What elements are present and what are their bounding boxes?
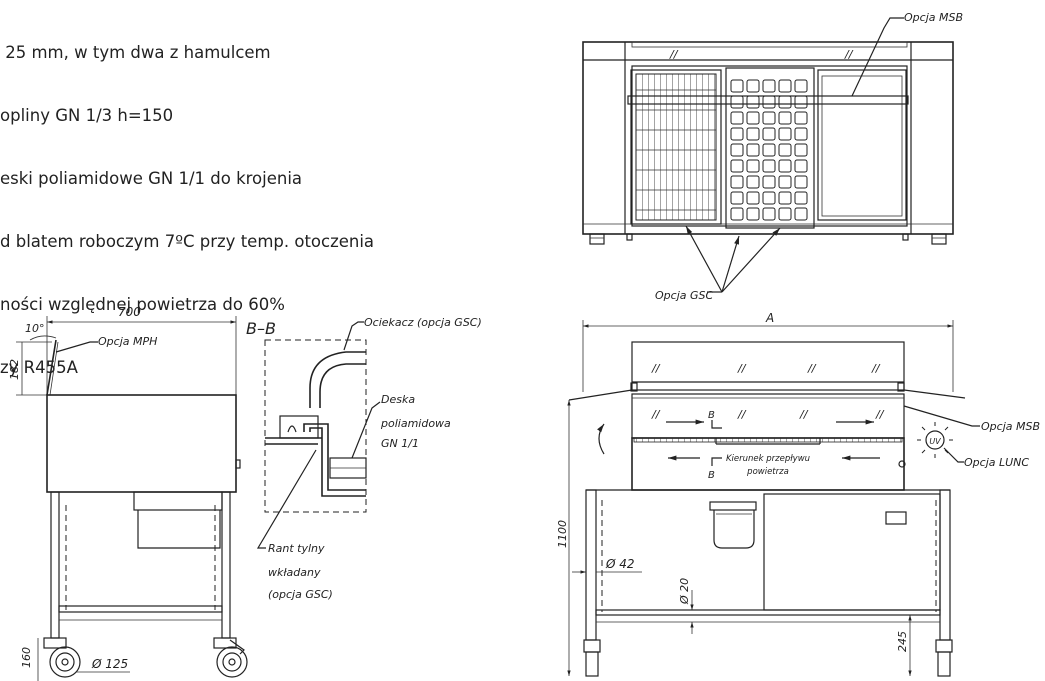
- glass-mark: //: [871, 362, 881, 375]
- label-opcja-msb: Opcja MSB: [904, 11, 963, 24]
- label-opcja-gsc: Opcja GSC: [655, 289, 713, 302]
- label-deska: GN 1/1: [381, 437, 419, 450]
- section-mark-b: B: [708, 470, 715, 481]
- indicator-icon: [898, 460, 906, 468]
- section-bb-title: B–B: [246, 319, 276, 338]
- grate-basket: [630, 69, 722, 225]
- dim-125: Ø 125: [91, 657, 128, 671]
- glass-mark: //: [669, 48, 679, 61]
- front-body: [631, 437, 905, 491]
- cube-grid: [725, 67, 815, 229]
- spec-line: d blatem roboczym 7ºC przy temp. otoczen…: [0, 232, 375, 251]
- glass-mark: //: [737, 408, 747, 421]
- foot: [931, 233, 947, 245]
- side-view: 700 10° 182 Opcja MPH: [8, 305, 248, 681]
- label-opcja-mph: Opcja MPH: [98, 335, 157, 348]
- cabinet: [763, 493, 941, 611]
- glass-mark: //: [807, 362, 817, 375]
- dim-20: Ø 20: [678, 578, 691, 605]
- label-rant: wkładany: [268, 566, 321, 579]
- front-view: A // // // // // // // // B B K: [556, 311, 1040, 677]
- spec-line: eski poliamidowe GN 1/1 do krojenia: [0, 169, 303, 188]
- uv-lamp-icon: UV: [917, 422, 953, 458]
- foot: [589, 233, 605, 245]
- label-deska: Deska: [381, 393, 415, 406]
- msb-bar: [627, 95, 909, 105]
- dim-42: Ø 42: [605, 557, 635, 571]
- lower-glass: [631, 393, 905, 439]
- caster-brake: [213, 637, 248, 678]
- dim-700: 700: [118, 305, 141, 319]
- cutting-board: [817, 69, 907, 221]
- angle-10: 10°: [25, 322, 45, 335]
- glass-mark: //: [844, 48, 854, 61]
- spec-line: 25 mm, w tym dwa z hamulcem: [0, 43, 271, 62]
- dim-1100: 1100: [556, 520, 569, 548]
- spec-line: ności względnej powietrza do 60%: [0, 295, 285, 314]
- label-rant: Rant tylny: [268, 542, 325, 555]
- airflow-label: Kierunek przepływu: [726, 454, 810, 464]
- label-deska: poliamidowa: [380, 417, 451, 430]
- mph-glass: [46, 339, 57, 396]
- side-body: [46, 394, 237, 493]
- caster: [583, 639, 601, 677]
- caster: [935, 639, 953, 677]
- glass-mark: //: [651, 408, 661, 421]
- glass-mark: //: [799, 408, 809, 421]
- section-mark-b: B: [708, 410, 715, 421]
- section-bb: B–B Ociekacz (opcja GSC) Deska poliamido…: [246, 316, 482, 601]
- label-rant: (opcja GSC): [268, 588, 333, 601]
- glass-mark: //: [737, 362, 747, 375]
- dim-182: 182: [8, 359, 21, 380]
- side-legs: [50, 491, 231, 639]
- specification-text: 25 mm, w tym dwa z hamulcem opliny GN 1/…: [0, 0, 374, 399]
- glass-mark: //: [651, 362, 661, 375]
- glass-mark: //: [875, 408, 885, 421]
- airflow-label: powietrza: [746, 467, 789, 477]
- top-view: // // Opcja MSB: [582, 11, 963, 245]
- svg-text:UV: UV: [929, 437, 941, 446]
- label-opcja-lunc: Opcja LUNC: [964, 456, 1029, 469]
- dim-160: 160: [20, 647, 33, 668]
- upper-glass: [631, 341, 905, 391]
- section-frame: [264, 339, 367, 513]
- gsc-leaders: Opcja GSC: [655, 225, 781, 302]
- caster: [43, 637, 81, 678]
- label-opcja-msb: Opcja MSB: [981, 420, 1040, 433]
- dim-245: 245: [896, 631, 909, 652]
- dim-A: A: [765, 311, 774, 325]
- spec-line: opliny GN 1/3 h=150: [0, 106, 174, 125]
- rotation-arrow-icon: [597, 423, 605, 455]
- label-ociekacz: Ociekacz (opcja GSC): [364, 316, 482, 329]
